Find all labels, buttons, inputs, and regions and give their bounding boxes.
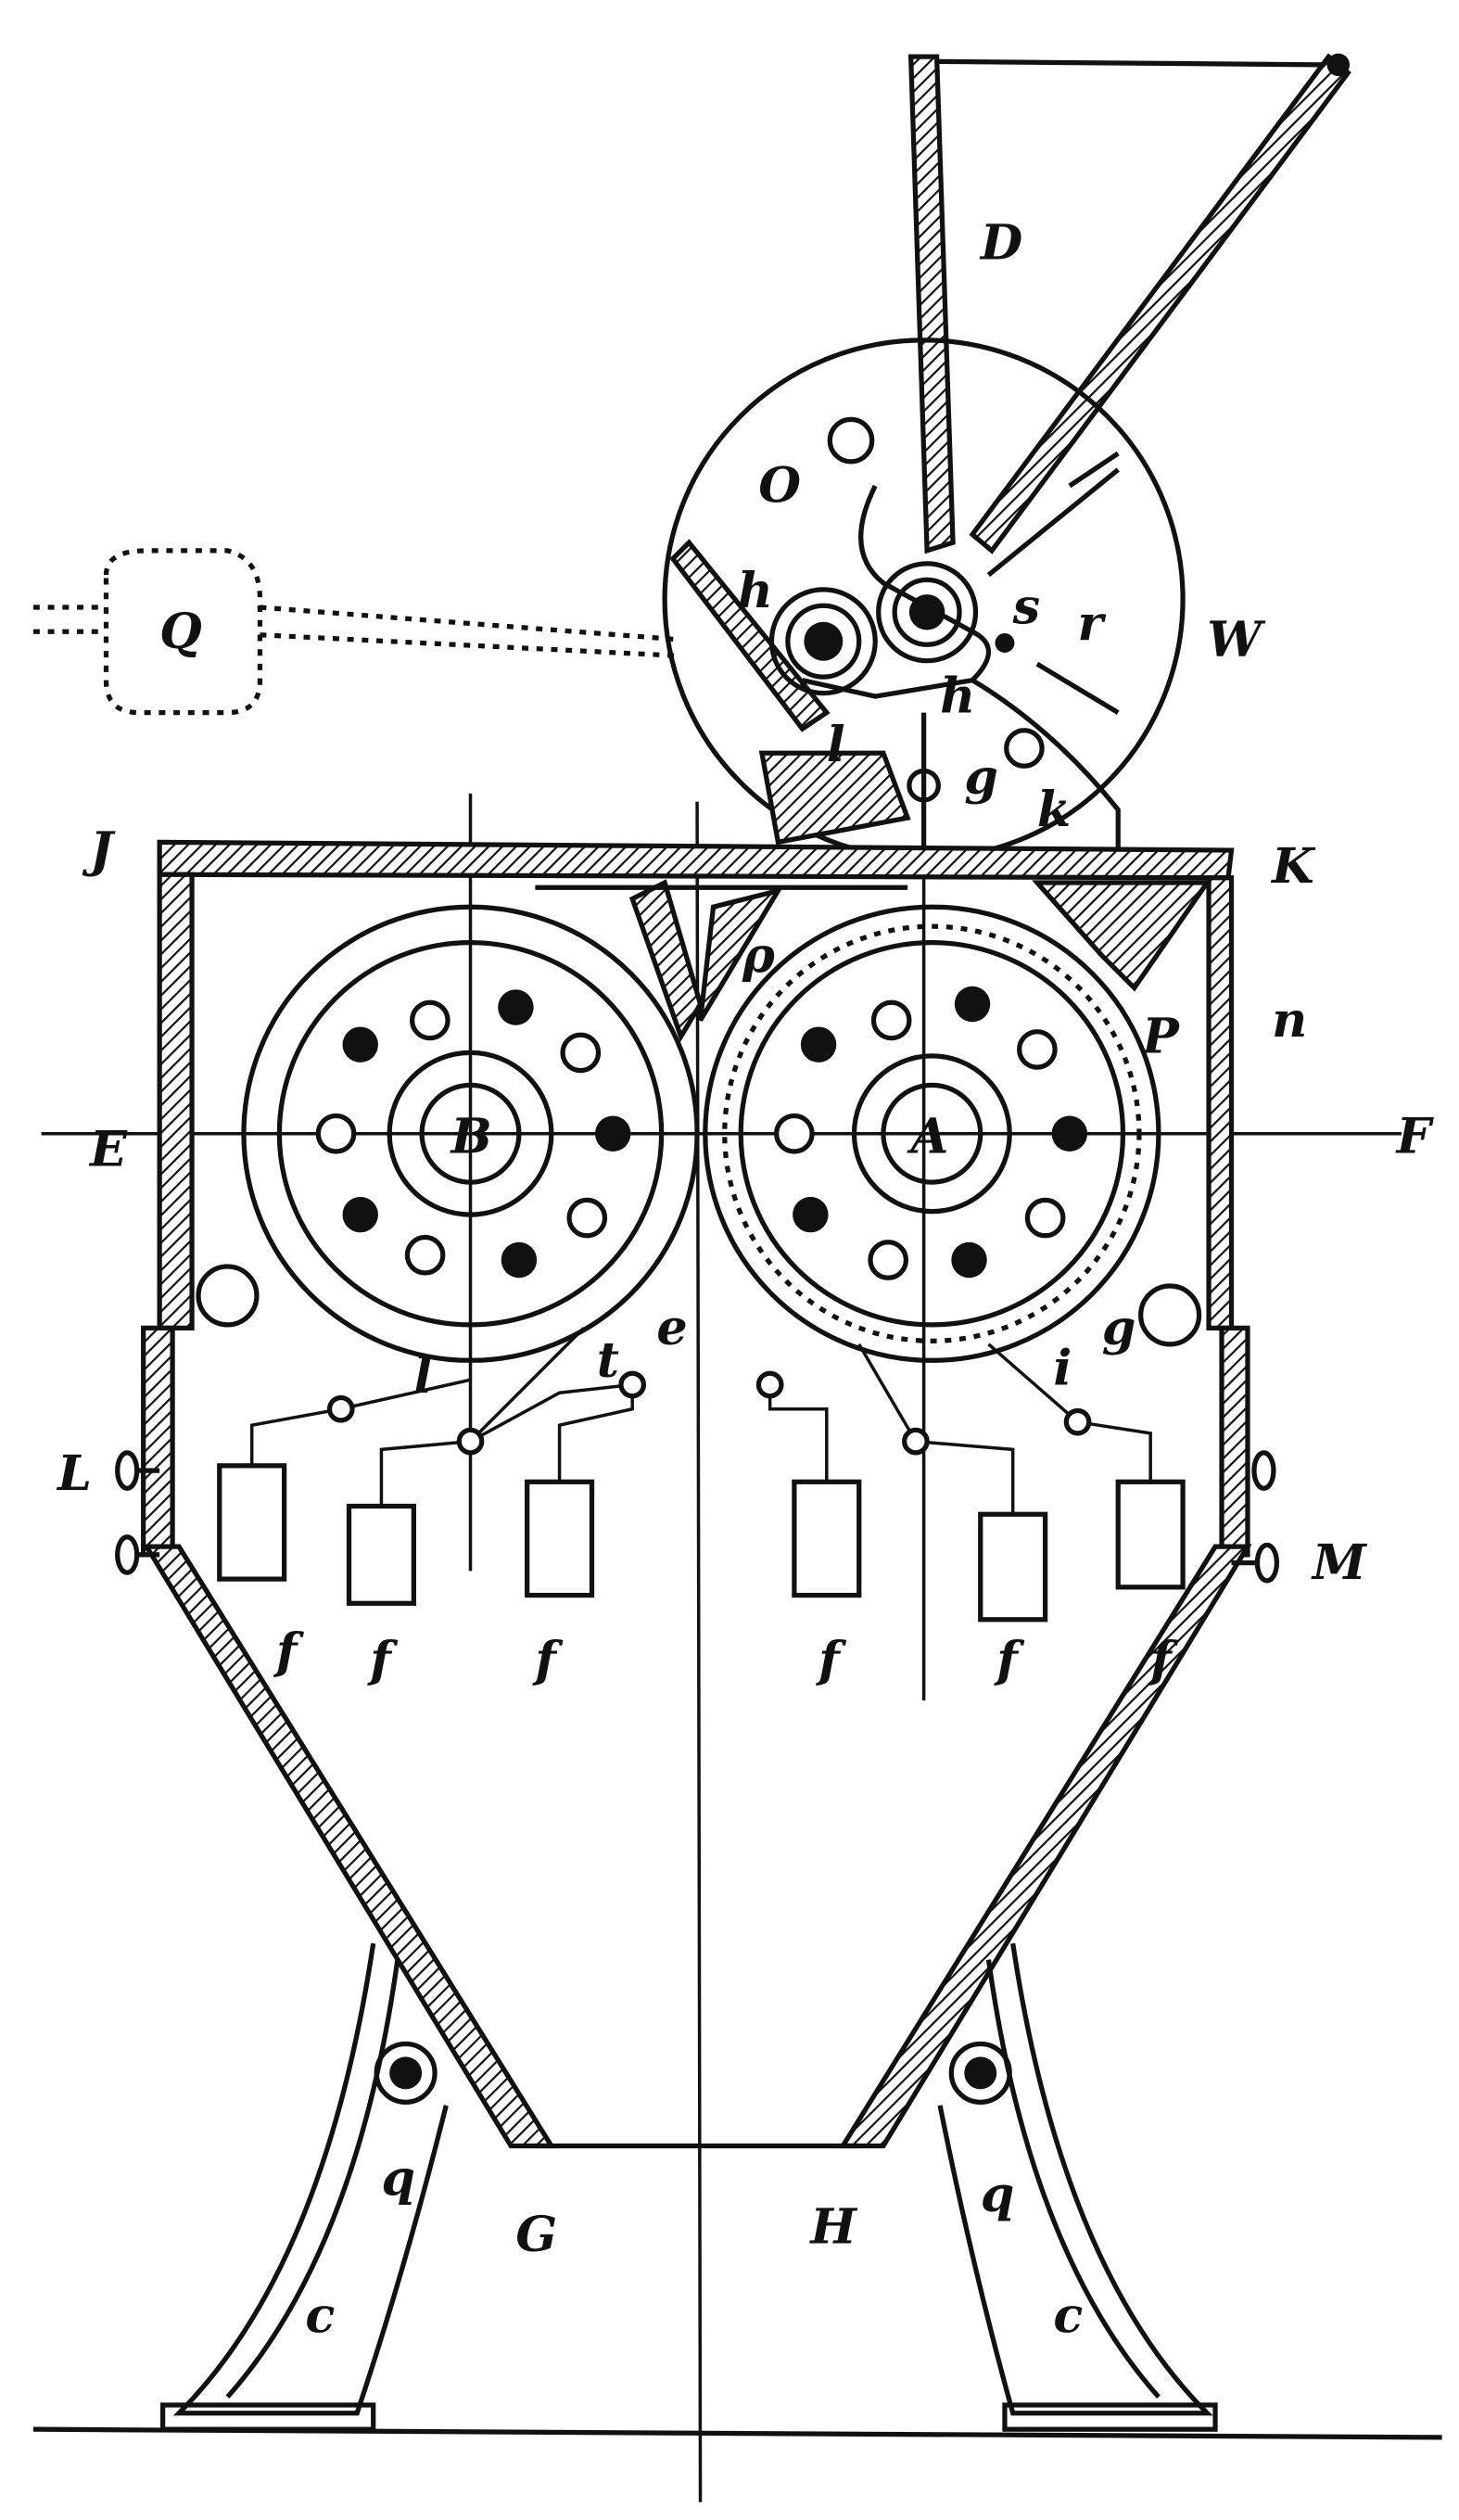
label-q-right: q <box>981 2166 1015 2222</box>
label-wheel: W <box>1207 611 1266 668</box>
weights <box>217 1327 1186 1623</box>
label-f3: f <box>531 1632 564 1688</box>
label-m-knob: M <box>1311 1534 1368 1591</box>
label-l-knob: L <box>56 1445 92 1502</box>
label-e: e <box>656 1300 687 1356</box>
label-s: s <box>1012 579 1041 636</box>
label-h-lower: h <box>940 668 975 725</box>
label-k: k <box>1037 782 1071 838</box>
label-c-right: c <box>1053 2287 1083 2344</box>
label-i: i <box>1053 1341 1072 1397</box>
label-h-bottom: H <box>808 2198 857 2255</box>
label-t: t <box>597 1332 619 1389</box>
label-b: B <box>450 1109 492 1165</box>
label-j: J <box>82 822 116 879</box>
label-q-left: q <box>381 2150 415 2207</box>
housing <box>141 839 1252 2149</box>
label-k-upper: K <box>1270 838 1316 895</box>
label-g-right: g <box>1102 1300 1136 1356</box>
label-h-left: h <box>738 563 773 619</box>
label-e-upper: E <box>88 1122 128 1178</box>
label-l-lower: l <box>413 1348 432 1405</box>
label-l-upper: l <box>827 717 845 773</box>
label-a: A <box>907 1109 949 1165</box>
label-p: P <box>1140 1008 1180 1064</box>
drive-wheel <box>662 337 1186 861</box>
label-handle: Q <box>159 604 202 660</box>
label-r: r <box>1078 595 1107 652</box>
label-f5: f <box>993 1632 1025 1688</box>
label-rho: ρ <box>742 927 776 984</box>
label-o: O <box>758 458 801 515</box>
label-f-upper: F <box>1395 1109 1435 1165</box>
label-c-left: c <box>305 2287 335 2344</box>
label-g-bottom: G <box>515 2207 557 2263</box>
label-f2: f <box>366 1632 399 1688</box>
label-n: n <box>1272 992 1307 1049</box>
feed-hopper <box>907 53 1351 578</box>
adjust-knobs <box>115 1450 1280 1584</box>
label-g-upper: g <box>964 749 998 806</box>
label-hopper: D <box>979 214 1023 271</box>
legs <box>160 1942 1218 2432</box>
label-f1: f <box>273 1623 305 1680</box>
crank-handle <box>32 548 681 716</box>
roll-a <box>703 904 1161 1363</box>
label-f4: f <box>815 1632 847 1688</box>
roll-b <box>241 904 700 1363</box>
